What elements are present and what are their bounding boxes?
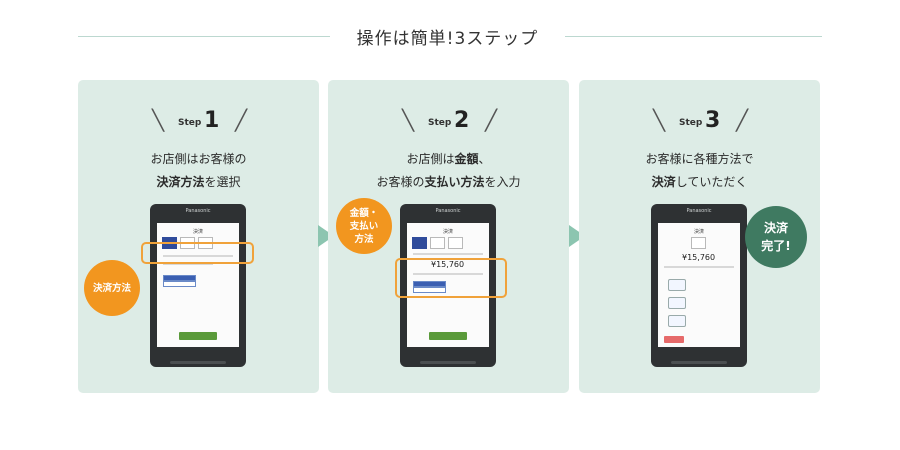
step-1-panel: ╲ Step 1 ╱ お店側はお客様の 決済方法を選択 Panasonic 決済 xyxy=(78,80,319,393)
bubble-line: 方法 xyxy=(354,233,374,245)
screen-amount: ¥15,760 xyxy=(682,253,716,262)
screen-divider xyxy=(664,266,734,268)
step-number: 3 xyxy=(705,108,721,133)
screen-button xyxy=(413,287,446,293)
card-insert-icon xyxy=(668,279,686,291)
highlight-frame xyxy=(395,258,507,298)
screen-button-row xyxy=(413,281,483,293)
step-1-caption: お店側はお客様の 決済方法を選択 xyxy=(78,148,319,194)
caption-bold: 決済方法 xyxy=(156,175,205,189)
step-3-caption: お客様に各種方法で 決済していただく xyxy=(579,148,820,194)
caption-line-2: 決済していただく xyxy=(579,171,820,194)
card-touch-icon xyxy=(668,297,686,309)
section-title: 操作は簡単!3ステップ xyxy=(356,29,539,49)
step-3-label: ╲ Step 3 ╱ xyxy=(579,108,820,134)
step-word: Step xyxy=(428,118,452,128)
card-swipe-icon xyxy=(668,315,686,327)
slash-left-icon: ╲ xyxy=(653,108,666,132)
bubble-line: 決済 xyxy=(763,221,788,235)
caption-bold: 決済 xyxy=(651,175,676,189)
step-1-label: ╲ Step 1 ╱ xyxy=(78,108,319,134)
step-3-panel: ╲ Step 3 ╱ お客様に各種方法で 決済していただく Panasonic … xyxy=(579,80,820,393)
slash-right-icon: ╱ xyxy=(235,108,248,132)
caption-line-1: お客様に各種方法で xyxy=(645,152,754,166)
bubble-line: 金額・ xyxy=(349,207,379,219)
slash-left-icon: ╲ xyxy=(402,108,415,132)
screen-divider xyxy=(413,253,483,255)
screen-button-row xyxy=(163,275,233,287)
screen-title: 決済 xyxy=(192,229,203,235)
terminal-screen: 決済 ¥15,760 xyxy=(658,223,740,347)
screen-cancel-button xyxy=(664,336,684,343)
screen-button xyxy=(163,275,196,281)
payment-method-card-icon xyxy=(412,237,427,249)
step-number: 2 xyxy=(454,108,470,133)
caption-bold: 支払い方法 xyxy=(424,175,485,189)
screen-divider xyxy=(413,273,483,275)
payment-terminal: Panasonic 決済 xyxy=(150,204,246,367)
caption-line-1: お店側はお客様の xyxy=(150,152,247,166)
caption-text: お店側は xyxy=(406,152,455,166)
step-word: Step xyxy=(679,118,703,128)
payment-terminal: Panasonic 決済 ¥15,760 xyxy=(651,204,747,367)
caption-line-1: お店側は金額、 xyxy=(328,148,569,171)
step-2-bubble: 金額・ 支払い 方法 xyxy=(336,198,392,254)
terminal-chin xyxy=(671,361,727,364)
step-1-bubble: 決済方法 xyxy=(84,260,140,316)
step-2-caption: お店側は金額、 お客様の支払い方法を入力 xyxy=(328,148,569,194)
screen-title: 決済 xyxy=(693,229,704,235)
caption-rest: していただく xyxy=(675,175,748,189)
screen-amount: ¥15,760 xyxy=(431,260,465,269)
payment-method-row xyxy=(691,237,707,249)
caption-line-2: お客様の支払い方法を入力 xyxy=(328,171,569,194)
step-2-label: ╲ Step 2 ╱ xyxy=(328,108,569,134)
caption-text: を入力 xyxy=(484,175,521,189)
step-3-bubble: 決済 完了! xyxy=(745,206,807,268)
step-word: Step xyxy=(178,118,202,128)
header-rule-left xyxy=(78,36,330,37)
screen-button xyxy=(163,281,196,287)
highlight-frame xyxy=(141,242,254,264)
payment-terminal: Panasonic 決済 ¥15,760 xyxy=(400,204,496,367)
brand-logo: Panasonic xyxy=(686,208,712,214)
caption-rest: を選択 xyxy=(204,175,241,189)
screen-confirm-button xyxy=(429,332,467,340)
payment-method-qr-icon xyxy=(430,237,445,249)
slash-left-icon: ╲ xyxy=(152,108,165,132)
screen-divider xyxy=(163,255,233,257)
step-2-panel: ╲ Step 2 ╱ お店側は金額、 お客様の支払い方法を入力 Panasoni… xyxy=(328,80,569,393)
slash-right-icon: ╱ xyxy=(736,108,749,132)
caption-bold: 金額 xyxy=(454,152,479,166)
payment-method-emoney-icon xyxy=(448,237,463,249)
bubble-line: 支払い xyxy=(349,220,379,232)
payment-method-icon xyxy=(691,237,706,249)
section-header: 操作は簡単!3ステップ xyxy=(0,22,900,50)
terminal-chin xyxy=(170,361,226,364)
brand-logo: Panasonic xyxy=(185,208,211,214)
screen-title: 決済 xyxy=(442,229,453,235)
screen-confirm-button xyxy=(179,332,217,340)
header-rule-right xyxy=(565,36,822,37)
brand-logo: Panasonic xyxy=(435,208,461,214)
terminal-chin xyxy=(420,361,476,364)
caption-text: 、 xyxy=(478,152,491,166)
bubble-line: 完了! xyxy=(761,239,791,253)
caption-text: お客様の xyxy=(376,175,425,189)
caption-line-2: 決済方法を選択 xyxy=(78,171,319,194)
terminal-screen: 決済 ¥15,760 xyxy=(407,223,489,347)
payment-method-row xyxy=(412,237,484,249)
screen-divider xyxy=(163,263,213,265)
screen-button xyxy=(413,281,446,287)
step-number: 1 xyxy=(204,108,220,133)
slash-right-icon: ╱ xyxy=(485,108,498,132)
